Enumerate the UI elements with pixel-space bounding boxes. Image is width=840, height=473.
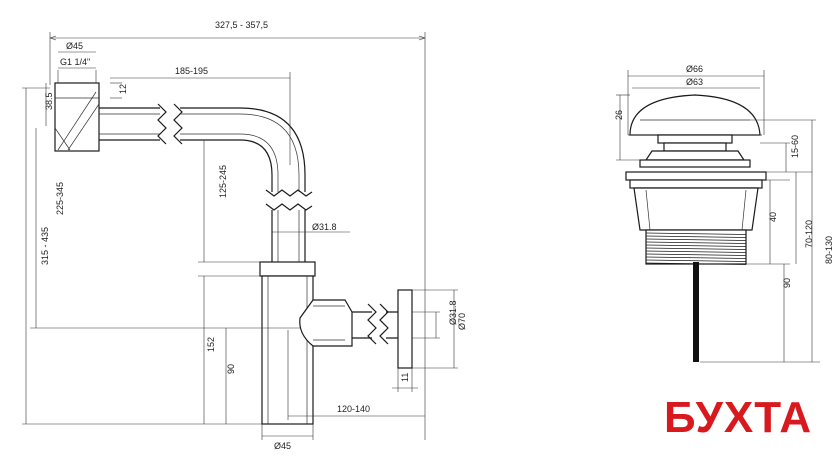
dim-cap-inner-diameter: Ø63 xyxy=(686,77,703,87)
dim-outlet-diameter: Ø31.8 xyxy=(448,300,458,325)
valve-thread-line xyxy=(645,235,747,238)
dim-total-height: 315 - 435 xyxy=(40,227,50,265)
dim-outlet-length: 120-140 xyxy=(337,404,370,414)
dim-outlet-height: 90 xyxy=(226,364,236,374)
dim-cap-outer-diameter: Ø66 xyxy=(686,64,703,74)
valve-thread-line xyxy=(645,247,747,250)
dim-inlet-diameter: Ø45 xyxy=(66,41,83,51)
valve-body xyxy=(633,187,759,231)
siphon-body xyxy=(261,275,314,425)
dim-thread: G1 1/4" xyxy=(60,57,90,67)
valve-cap xyxy=(629,94,761,136)
valve-thread-line xyxy=(645,238,747,241)
dim-tube-diameter: Ø31.8 xyxy=(312,222,337,232)
dim-inlet-height: 38.5 xyxy=(44,92,54,110)
valve-thread-line xyxy=(645,232,747,235)
drain-valve-drawing: Ø66 Ø63 26 15-60 40 70-120 80-130 90 xyxy=(614,64,834,363)
valve-flange xyxy=(625,171,767,181)
dim-flange-diameter: Ø70 xyxy=(457,313,467,330)
valve-thread-line xyxy=(645,259,747,262)
dim-body-diameter: Ø45 xyxy=(274,441,291,451)
siphon-nut xyxy=(259,261,316,277)
siphon-drawing: 327,5 - 357,5 Ø45 G1 1/4" 185-195 12 38.… xyxy=(22,20,467,451)
dim-overall-width: 327,5 - 357,5 xyxy=(215,20,268,30)
dim-body-height: 152 xyxy=(206,337,216,352)
dim-adjust-range: 15-60 xyxy=(790,135,800,158)
dim-mid-height: 225-345 xyxy=(55,182,65,215)
valve-thread-line xyxy=(645,241,747,244)
dim-arm-length: 185-195 xyxy=(175,66,208,76)
siphon-inlet-housing xyxy=(54,82,100,152)
dim-cap-height: 26 xyxy=(614,110,624,120)
valve-thread-line xyxy=(645,253,747,256)
valve-thread-line xyxy=(645,244,747,247)
dim-inlet-offset: 12 xyxy=(118,84,128,94)
dim-tube-height: 125-245 xyxy=(218,165,228,198)
siphon-outlet-fitting xyxy=(299,299,353,347)
logo-text: БУХТА xyxy=(664,393,812,442)
valve-thread xyxy=(645,229,747,265)
dim-flange-thickness: 11 xyxy=(400,373,410,382)
valve-thread-line xyxy=(645,250,747,253)
valve-thread-line xyxy=(645,256,747,259)
dim-range-2: 80-130 xyxy=(824,236,834,264)
dim-valve-length: 90 xyxy=(782,278,792,288)
dim-valve-body-height: 40 xyxy=(768,212,778,222)
dim-range-1: 70-120 xyxy=(804,220,814,248)
siphon-wall-flange xyxy=(397,289,413,369)
brand-logo: БУХТА xyxy=(661,390,814,445)
